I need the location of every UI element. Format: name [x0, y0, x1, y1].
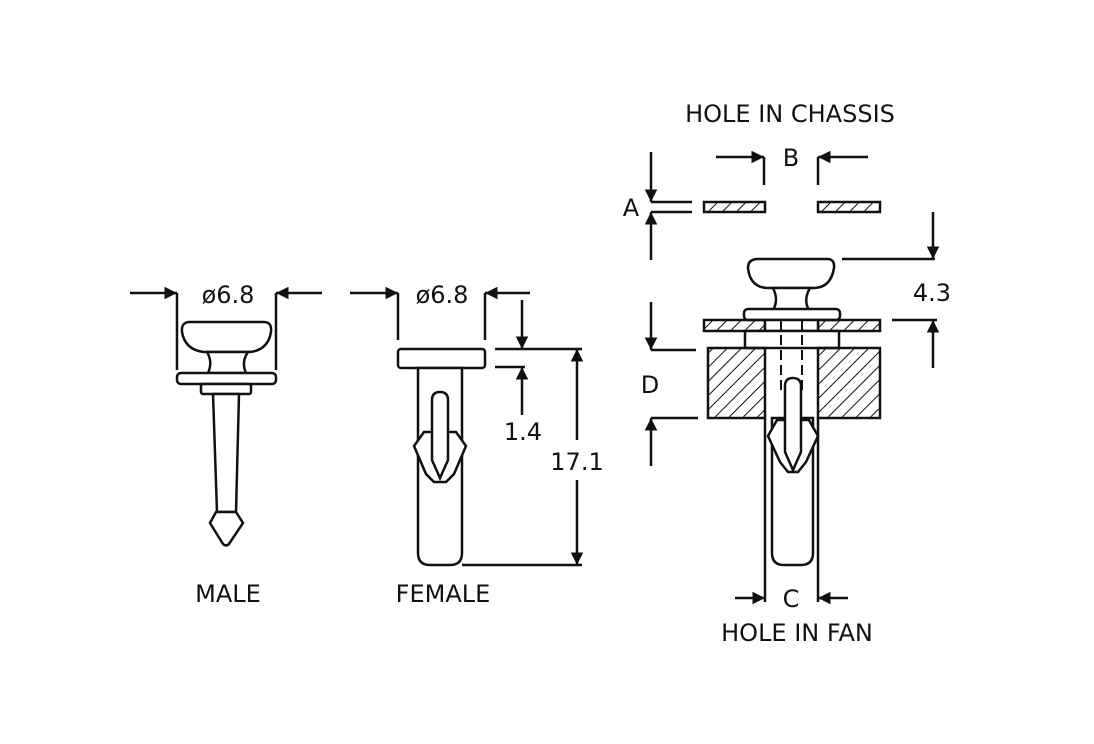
male-flange [175, 371, 278, 386]
chassis-section [702, 200, 767, 214]
female-diameter-label: ø6.8 [416, 281, 469, 309]
chassis-section [816, 318, 882, 333]
female-length-label: 17.1 [550, 448, 603, 476]
dimension-a-label: A [623, 194, 640, 222]
female-label: FEMALE [396, 580, 491, 608]
clip-in-chassis [763, 318, 820, 333]
male-diameter-label: ø6.8 [202, 281, 255, 309]
dimension-d-label: D [641, 371, 659, 399]
chassis-section [702, 318, 767, 333]
hole-in-chassis-label: HOLE IN CHASSIS [685, 100, 895, 128]
male-part [130, 286, 322, 547]
assembly-neck [770, 286, 813, 312]
male-label: MALE [195, 580, 261, 608]
assembly-pin [783, 376, 803, 474]
fan-section [706, 346, 767, 420]
female-slot [430, 390, 450, 482]
male-pin-tip [208, 510, 245, 547]
male-pin [211, 392, 241, 514]
assembly-view [644, 150, 940, 605]
assembly-flange [742, 307, 842, 322]
assembly-knob [746, 257, 836, 290]
female-head-assembly [743, 329, 841, 350]
male-neck [204, 350, 251, 375]
dimension-b-label: B [783, 144, 799, 172]
knob-height-label: 4.3 [913, 279, 951, 307]
hole-in-fan-label: HOLE IN FAN [721, 619, 873, 647]
chassis-section [816, 200, 882, 214]
male-collar [199, 382, 253, 396]
female-head-thickness-label: 1.4 [504, 418, 542, 446]
female-part [350, 286, 584, 567]
dimension-c-label: C [783, 585, 800, 613]
female-head [396, 347, 487, 370]
male-knob [180, 320, 273, 354]
fan-section [816, 346, 882, 420]
